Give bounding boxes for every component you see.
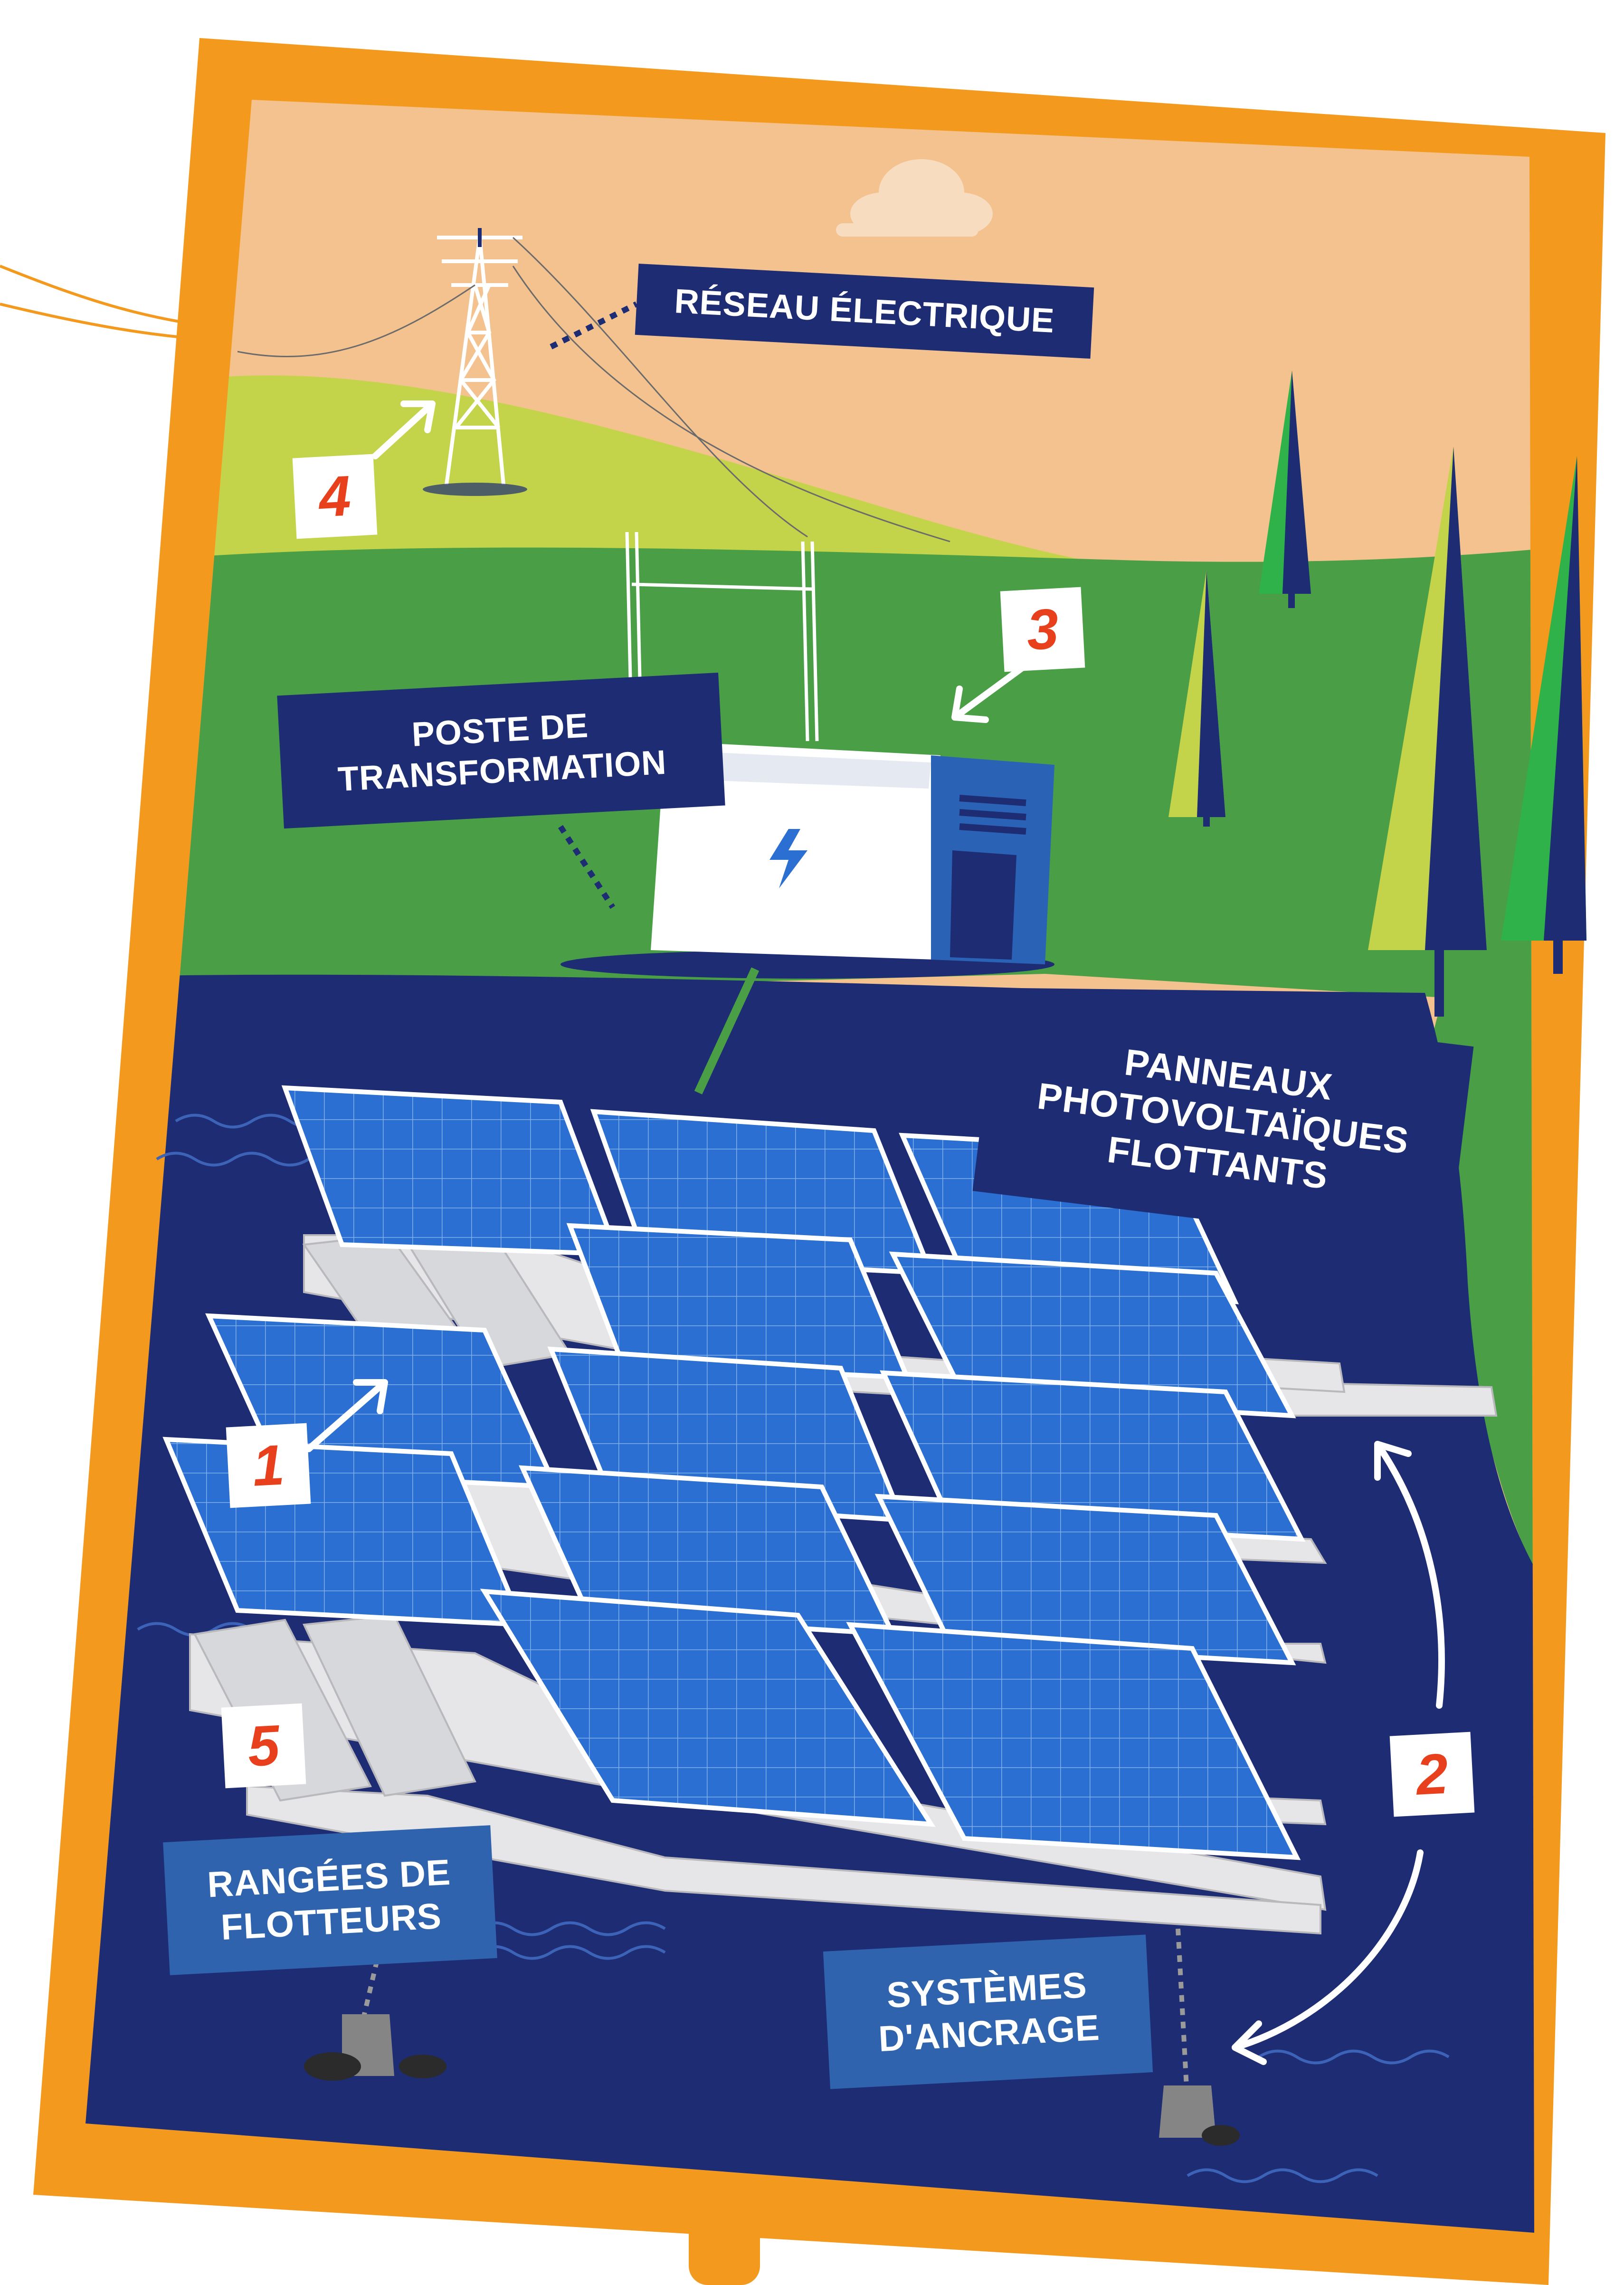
anchor-weight-icon	[1159, 2085, 1240, 2146]
power-line	[237, 284, 475, 357]
number-badge-5: 5	[221, 1703, 306, 1789]
float-pontoon	[193, 1234, 572, 1802]
tree-icon	[1168, 570, 1225, 827]
solar-panel	[874, 1494, 1296, 1666]
substation-frame	[625, 532, 819, 742]
number-badge-4: 4	[292, 454, 378, 539]
lightning-icon	[769, 829, 807, 888]
tree-icon	[1259, 371, 1311, 608]
pylon-icon	[437, 228, 522, 485]
power-line	[512, 237, 808, 538]
cable	[694, 967, 760, 1095]
poste-transformation-label: POSTE DE TRANSFORMATION	[277, 672, 725, 829]
power-line	[512, 266, 950, 543]
tree-icon	[1501, 456, 1586, 974]
poste-line-2: TRANSFORMATION	[337, 743, 668, 799]
solar-panel	[889, 1251, 1296, 1419]
rangees-flotteurs-label: RANGÉES DE FLOTTEURS	[163, 1825, 497, 1975]
number-badge-2: 2	[1389, 1732, 1475, 1817]
arrow-icon	[305, 400, 1445, 2065]
solar-panel	[846, 1622, 1301, 1860]
number-badge-1: 1	[226, 1423, 311, 1508]
tree-icon	[1368, 447, 1487, 1017]
anchor-weight-icon	[304, 2014, 446, 2081]
solar-panel	[480, 1589, 936, 1827]
pylon-shadow	[423, 483, 527, 496]
cloud-icon	[836, 159, 993, 237]
systemes-ancrage-label: SYSTÈMES D'ANCRAGE	[823, 1934, 1153, 2089]
solar-panel	[880, 1370, 1306, 1542]
reseau-electrique-text: RÉSEAU ÉLECTRIQUE	[673, 282, 1056, 340]
number-badge-3: 3	[1000, 587, 1085, 672]
